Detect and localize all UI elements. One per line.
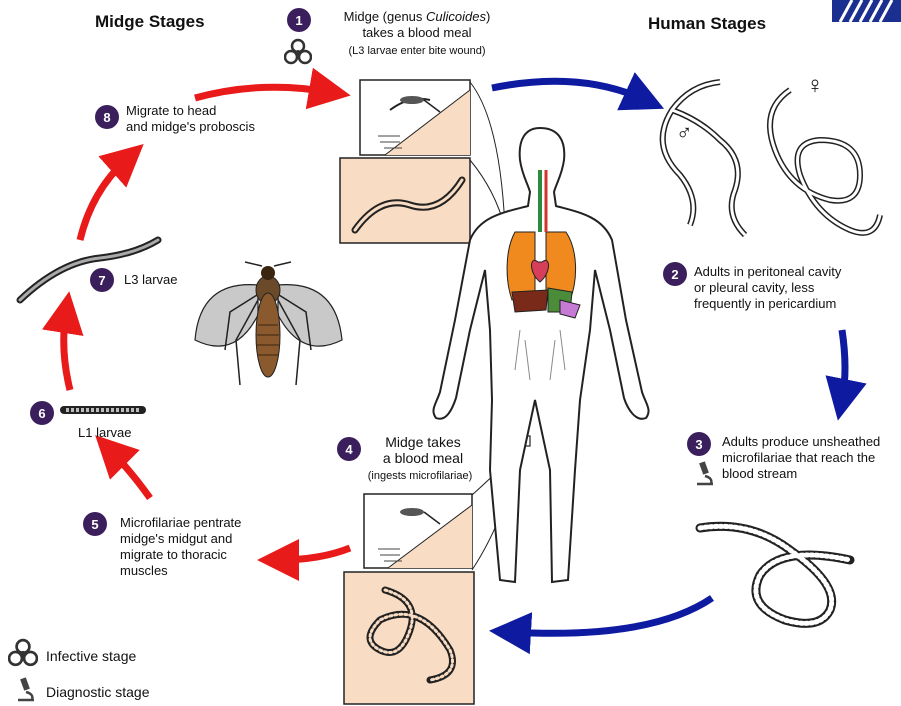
panel-bite-bottom <box>364 494 472 568</box>
corner-logo <box>832 0 901 22</box>
biohazard-icon <box>284 38 312 66</box>
step-4-note: (ingests microfilariae) <box>340 470 500 482</box>
step-6-badge: 6 <box>30 401 54 425</box>
legend-biohazard-icon <box>8 638 38 668</box>
arrow-8-to-1 <box>195 87 330 98</box>
step-1-note: (L3 larvae enter bite wound) <box>328 45 506 57</box>
midge-illustration <box>195 262 342 385</box>
step-5-badge: 5 <box>83 512 107 536</box>
panel-microfilariae-bottom <box>344 572 474 704</box>
arrow-3-to-4 <box>510 598 712 633</box>
step-8-badge: 8 <box>95 105 119 129</box>
arrow-5-to-6 <box>110 450 150 498</box>
step-3-badge: 3 <box>687 432 711 456</box>
step-1-badge: 1 <box>287 8 311 32</box>
arrow-2-to-3 <box>842 330 845 400</box>
female-symbol: ♀ <box>806 72 824 100</box>
arrow-1-to-2 <box>492 81 645 100</box>
heading-midge-stages: Midge Stages <box>95 12 205 32</box>
step-1-text: Midge (genus Culicoides) takes a blood m… <box>322 9 512 41</box>
heading-human-stages: Human Stages <box>648 14 766 34</box>
legend-infective-label: Infective stage <box>46 648 136 664</box>
adult-worms <box>663 82 880 235</box>
connector-top <box>470 82 505 228</box>
panel-larva-top <box>340 158 470 243</box>
step-2-badge: 2 <box>663 262 687 286</box>
arrow-7-to-8 <box>80 158 128 240</box>
male-symbol: ♂ <box>676 120 693 146</box>
microfilaria-stage3 <box>700 526 850 623</box>
step-6-text: L1 larvae <box>78 425 131 441</box>
step-7-badge: 7 <box>90 268 114 292</box>
panel-bite-top <box>360 80 470 155</box>
l3-larva <box>20 240 158 300</box>
legend-diagnostic-label: Diagnostic stage <box>46 684 150 700</box>
arrow-6-to-7 <box>64 312 70 390</box>
step-7-text: L3 larvae <box>124 272 177 288</box>
microscope-icon <box>693 460 715 486</box>
legend-microscope-icon <box>14 676 36 702</box>
step-4-badge: 4 <box>337 437 361 461</box>
